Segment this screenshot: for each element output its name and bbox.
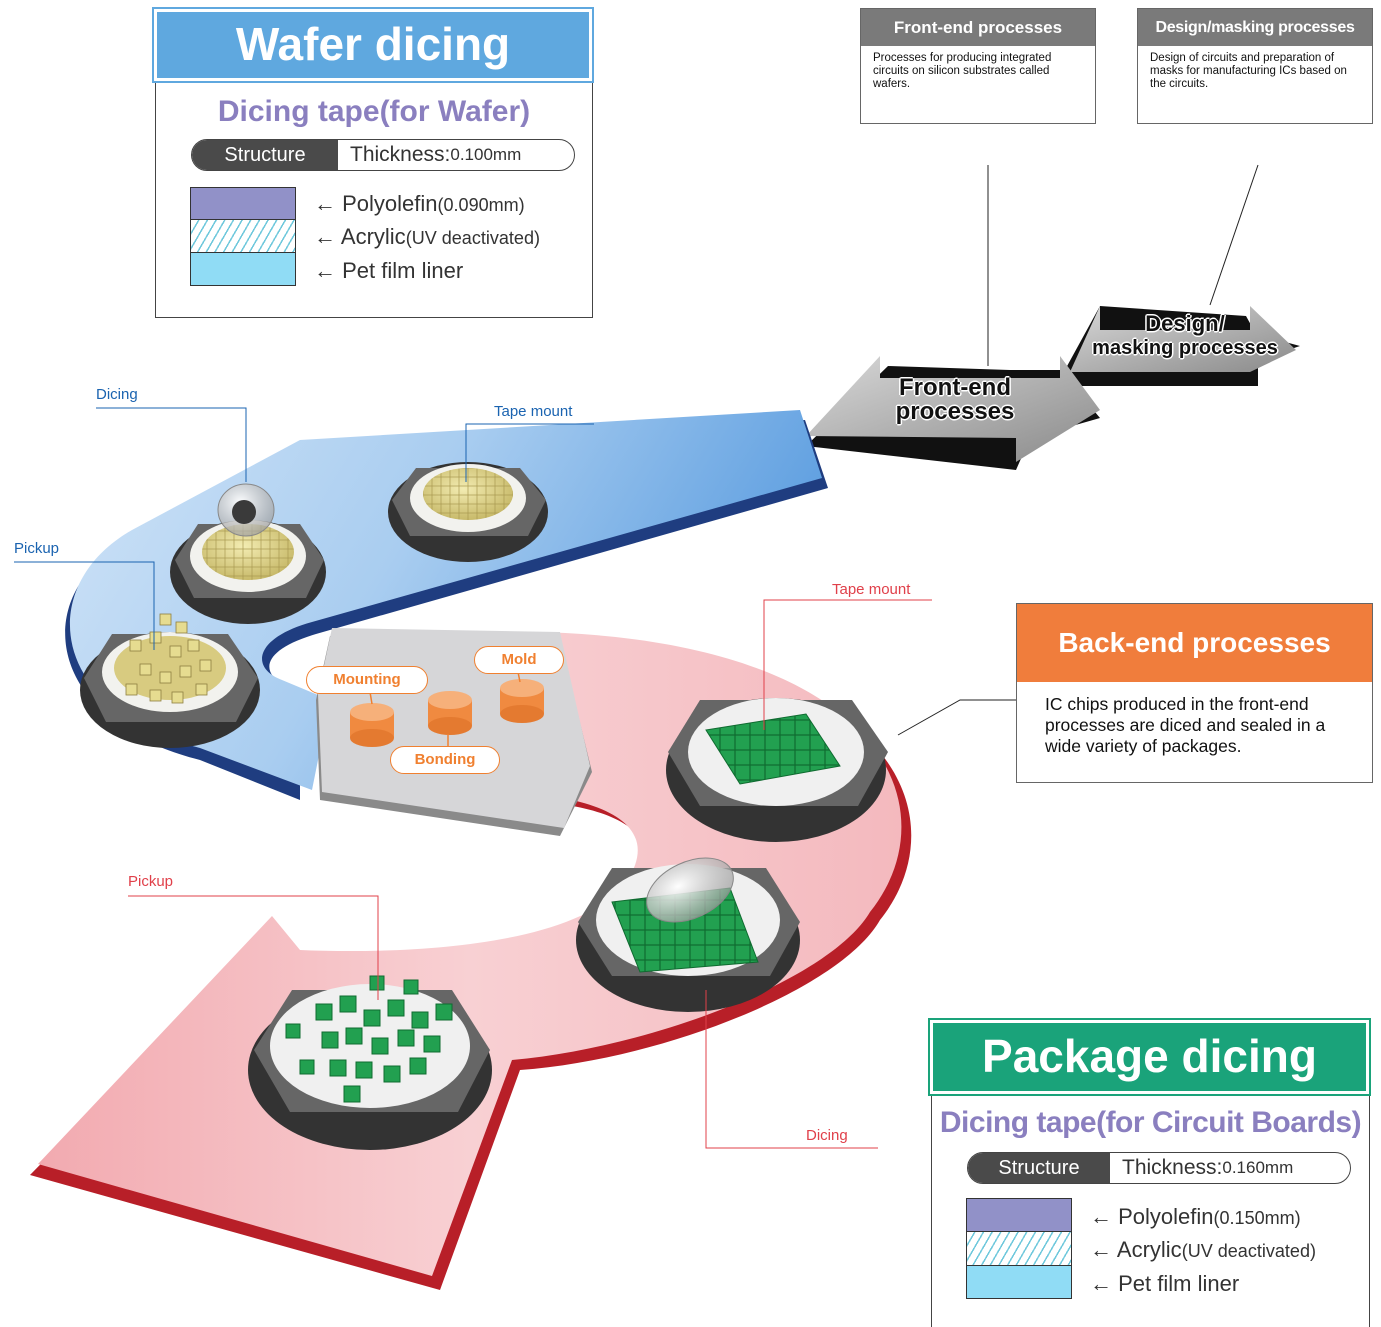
liner-layer [966,1265,1072,1299]
front-end-arrow-shape [806,356,1100,470]
acrylic-layer [966,1231,1072,1266]
label-pickup-red: Pickup [128,873,174,890]
back-end-info-text: IC chips produced in the front-end proce… [1045,694,1326,756]
wafer-tape-subtitle: Dicing tape(for Wafer) [217,95,531,128]
package-dicing-title: Package dicing [928,1018,1371,1096]
liner-label: ← Pet film liner [314,258,463,284]
label-tape-mount-blue: Tape mount [494,403,573,420]
wafer-dicing-panel: Wafer dicing Dicing tape(for Wafer) Stru… [152,7,594,318]
arrow-glyph: ← [314,191,336,216]
wafer-structure-pill: Structure Thickness: 0.100mm [191,139,575,171]
polyolefin-layer [966,1198,1072,1232]
thickness-text: Thickness: 0.160mm [1110,1153,1293,1183]
thickness-text: Thickness: 0.100mm [338,140,521,170]
design-info-box: Design/masking processes Design of circu… [1137,8,1373,124]
front-end-info-text: Processes for producing integrated circu… [873,52,1052,90]
station-dicing-red [576,857,800,1012]
liner-layer [190,252,296,286]
structure-label: Structure [968,1153,1110,1183]
layer-name: Polyolefin [342,191,438,216]
arrow-glyph: ← [1090,1204,1112,1229]
front-end-info-box: Front-end processes Processes for produc… [860,8,1096,124]
layer-name: Polyolefin [1118,1204,1214,1229]
thickness-value: 0.160mm [1222,1158,1294,1177]
package-dicing-panel: Package dicing Dicing tape(for Circuit B… [928,1018,1371,1327]
polyolefin-layer [190,187,296,220]
back-end-info-box: Back-end processes IC chips produced in … [1016,603,1373,783]
front-end-info-title: Front-end processes [861,9,1095,46]
acrylic-label: ← Acrylic(UV deactivated) [314,224,540,250]
liner-label: ← Pet film liner [1090,1271,1239,1297]
front-end-arrow-line1: Front-end [899,374,1011,401]
design-info-text: Design of circuits and preparation of ma… [1150,52,1347,90]
label-tape-mount-red: Tape mount [832,581,911,598]
layer-name: Acrylic [340,224,406,249]
thickness-label: Thickness: [350,143,451,166]
layer-note: (0.150mm) [1213,1208,1301,1228]
label-pickup-blue: Pickup [14,540,60,557]
arrow-glyph: ← [314,258,336,283]
thickness-label: Thickness: [1122,1156,1223,1179]
design-info-title: Design/masking processes [1138,9,1372,46]
polyolefin-label: ← Polyolefin(0.150mm) [1090,1204,1301,1230]
bubble-mounting: Mounting [306,666,428,694]
label-dicing-red: Dicing [806,1127,848,1144]
station-pickup-red [248,975,492,1150]
station-tape-mount-red [666,698,888,842]
structure-label: Structure [192,140,338,170]
label-dicing-blue: Dicing [96,386,138,403]
thickness-value: 0.100mm [450,145,522,164]
layer-note: (UV deactivated) [405,228,540,248]
station-dicing-blue [170,483,326,624]
station-pickup-blue [80,613,260,748]
front-end-arrow-label: Front-end processes [870,376,1040,424]
design-arrow-label: Design/ masking processes [1080,312,1290,360]
back-end-info-title: Back-end processes [1017,604,1372,682]
acrylic-label: ← Acrylic(UV deactivated) [1090,1237,1316,1263]
arrow-glyph: ← [314,224,336,249]
arrow-glyph: ← [1090,1237,1112,1262]
polyolefin-label: ← Polyolefin(0.090mm) [314,191,525,217]
layer-name: Pet film liner [1118,1271,1240,1296]
design-arrow-line2: masking processes [1092,337,1278,359]
station-tape-mount-blue [388,462,548,562]
bubble-bonding: Bonding [390,746,500,774]
layer-note: (0.090mm) [437,195,525,215]
design-arrow-line1: Design/ [1145,311,1225,336]
layer-note: (UV deactivated) [1181,1241,1316,1261]
wafer-dicing-title: Wafer dicing [152,7,594,83]
layer-name: Acrylic [1116,1237,1182,1262]
package-tape-subtitle: Dicing tape(for Circuit Boards) [939,1106,1362,1139]
bubble-mold: Mold [474,646,564,674]
arrow-glyph: ← [1090,1271,1112,1296]
layer-name: Pet film liner [342,258,464,283]
acrylic-layer [190,219,296,253]
design-arrow-shape [1066,306,1300,386]
package-structure-pill: Structure Thickness: 0.160mm [967,1152,1351,1184]
mold-cylinders [350,679,544,747]
front-end-arrow-line2: processes [895,398,1015,425]
